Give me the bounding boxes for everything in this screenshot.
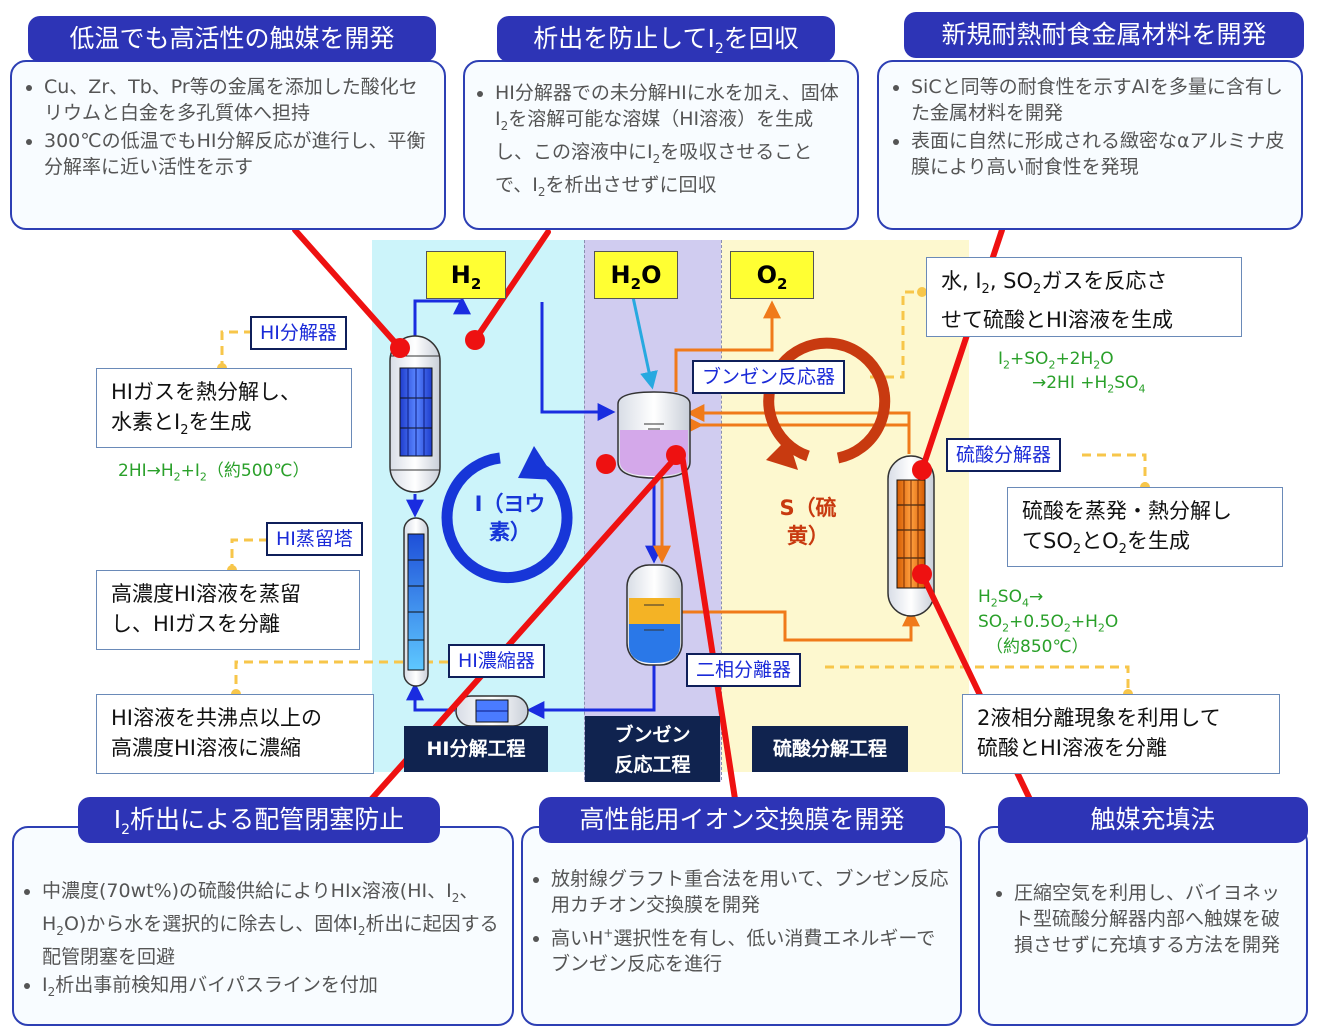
h2-product-box: H2 (426, 251, 506, 299)
catalyst-bullet-1: Cu、Zr、Tb、Pr等の金属を添加した酸化セリウムと白金を多孔質体へ担持 (44, 74, 432, 126)
hi-concentrator-tag: HI濃縮器 (448, 644, 545, 678)
iodine-recovery-bullet: HI分解器での未分解HIに水を加え、固体I2を溶解可能な溶媒（HI溶液）を生成し… (495, 80, 847, 204)
separator-vessel (626, 564, 683, 666)
bunsen-reactor-tag: ブンゼン反応器 (692, 360, 846, 394)
hi-process-label: HI分解工程 (404, 726, 548, 772)
clog-panel-title: I2析出による配管閉塞防止 (78, 797, 440, 843)
hi-distiller-column (403, 517, 429, 687)
top-panel-alloy: SiCと同等の耐食性を示すAlを多量に含有した金属材料を開発 表面に自然に形成さ… (877, 60, 1303, 230)
clog-bullet-1: 中濃度(70wt%)の硫酸供給によりHIx溶液(HI、I2、H2O)から水を選択… (42, 878, 504, 970)
sulfuric-equation-line1: H2SO4→ (978, 587, 1044, 610)
sulfur-cycle-arrow (763, 337, 891, 470)
catalyst-filling-panel-title: 触媒充填法 (998, 797, 1308, 843)
sulfur-cycle-label: S（硫黄） (779, 496, 837, 548)
iodine-cycle-arrow (441, 446, 573, 584)
membrane-bullet-1: 放射線グラフト重合法を用いて、ブンゼン反応用カチオン交換膜を開発 (551, 866, 949, 918)
callout-dots (390, 330, 932, 584)
separation-desc: 2液相分離現象を利用して 硫酸とHI溶液を分離 (962, 694, 1280, 774)
bunsen-reaction-desc: 水, I2, SO2ガスを反応さ せて硫酸とHI溶液を生成 (926, 257, 1242, 337)
bunsen-process-label: ブンゼン反応工程 (585, 716, 720, 782)
alloy-bullet-2: 表面に自然に形成される緻密なαアルミナ皮膜により高い耐食性を発現 (911, 128, 1293, 180)
alloy-panel-title: 新規耐熱耐食金属材料を開発 (904, 12, 1304, 58)
iodine-cycle-label: I（ヨウ素） (474, 492, 546, 544)
catalyst-panel-title: 低温でも高活性の触媒を開発 (28, 16, 436, 62)
bunsen-equation-line2: →2HI +H2SO4 (1032, 373, 1146, 396)
hi-concentration-desc: HI溶液を共沸点以上の 高濃度HI溶液に濃縮 (96, 694, 374, 774)
bottom-panel-catalyst-filling: 圧縮空気を利用し、バイヨネット型硫酸分解器内部へ触媒を破損させずに充填する方法を… (978, 826, 1308, 1026)
membrane-bullet-2: 高いH+選択性を有し、低い消費エネルギーでブンゼン反応を進行 (551, 920, 949, 977)
h2o-feed-box: H2O (594, 251, 678, 299)
membrane-panel-title: 高性能用イオン交換膜を開発 (539, 797, 945, 843)
sulfuric-equation-temp: （約850℃） (986, 637, 1089, 657)
bottom-panel-clog-prevention: 中濃度(70wt%)の硫酸供給によりHIx溶液(HI、I2、H2O)から水を選択… (12, 826, 514, 1026)
sulfuric-process-label: 硫酸分解工程 (752, 726, 908, 772)
catalyst-filling-bullet: 圧縮空気を利用し、バイヨネット型硫酸分解器内部へ触媒を破損させずに充填する方法を… (1014, 880, 1292, 958)
bunsen-equation-line1: I2+SO2+2H2O (998, 349, 1114, 372)
sulfuric-decomposition-desc: 硫酸を蒸発・熱分解し てSO2とO2を生成 (1007, 487, 1283, 567)
separator-tag: 二相分離器 (686, 653, 802, 687)
hi-distiller-tag: HI蒸留塔 (266, 522, 363, 556)
hi-concentrator-vessel (455, 695, 529, 727)
bottom-panel-membrane: 放射線グラフト重合法を用いて、ブンゼン反応用カチオン交換膜を開発 高いH+選択性… (521, 826, 962, 1026)
hi-decomposition-desc: HIガスを熱分解し、 水素とI2を生成 (96, 368, 352, 448)
hi-decomposer-vessel (389, 335, 441, 493)
water-feed-line (631, 296, 658, 390)
bunsen-reactor-vessel (617, 391, 691, 479)
catalyst-bullet-2: 300℃の低温でもHI分解反応が進行し、平衡分解率に近い活性を示す (44, 128, 432, 180)
iodine-recovery-panel-title: 析出を防止してI2を回収 (497, 16, 835, 62)
hi-decomposer-tag: HI分解器 (250, 316, 347, 350)
sulfuric-decomposer-tag: 硫酸分解器 (946, 438, 1062, 472)
zone-divider-right (721, 240, 722, 780)
hi-distillation-desc: 高濃度HI溶液を蒸留 し、HIガスを分離 (96, 570, 360, 650)
zone-divider-left (584, 240, 585, 780)
o2-product-box: O2 (730, 251, 814, 299)
alloy-bullet-1: SiCと同等の耐食性を示すAlを多量に含有した金属材料を開発 (911, 74, 1293, 126)
sulfuric-decomposer-vessel (887, 455, 935, 617)
sulfuric-equation-line2: SO2+0.5O2+H2O (978, 612, 1119, 635)
hi-decomposition-equation: 2HI→H2+I2（約500℃） (118, 461, 310, 484)
top-panel-iodine-recovery: HI分解器での未分解HIに水を加え、固体I2を溶解可能な溶媒（HI溶液）を生成し… (463, 60, 859, 230)
top-panel-catalyst: Cu、Zr、Tb、Pr等の金属を添加した酸化セリウムと白金を多孔質体へ担持 30… (10, 60, 446, 230)
clog-bullet-2: I2析出事前検知用バイパスラインを付加 (42, 972, 504, 1005)
